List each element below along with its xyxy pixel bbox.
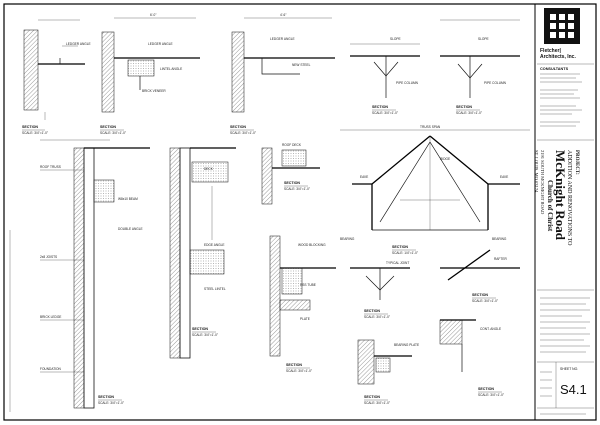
svg-text:CONT. ANGLE: CONT. ANGLE (480, 327, 501, 331)
svg-text:SCALE: 3/4"=1'-0": SCALE: 3/4"=1'-0" (284, 187, 310, 191)
svg-text:SECTION: SECTION (192, 327, 208, 331)
svg-text:NEW STEEL: NEW STEEL (292, 63, 311, 67)
firm-name-line2: Architects, Inc. (540, 54, 576, 60)
svg-text:SECTION: SECTION (286, 363, 302, 367)
svg-text:SCALE: 3/4"=1'-0": SCALE: 3/4"=1'-0" (364, 401, 390, 405)
svg-text:6'-0": 6'-0" (150, 13, 156, 17)
sheet-number: S4.1 (560, 382, 587, 397)
svg-text:BEARING: BEARING (492, 237, 507, 241)
project-line1: ADDITION AND RENOVATIONS TO (566, 150, 572, 246)
svg-text:FOUNDATION: FOUNDATION (40, 367, 62, 371)
svg-text:SECTION: SECTION (364, 309, 380, 313)
svg-text:EAVE: EAVE (360, 175, 368, 179)
svg-text:SCALE: 3/4"=1'-0": SCALE: 3/4"=1'-0" (286, 369, 312, 373)
svg-text:SECTION: SECTION (456, 105, 472, 109)
svg-text:SLOPE: SLOPE (478, 37, 489, 41)
svg-text:RIDGE: RIDGE (440, 157, 450, 161)
svg-text:SECTION: SECTION (478, 387, 494, 391)
svg-text:RAFTER: RAFTER (494, 257, 507, 261)
svg-text:SCALE: 3/4"=1'-0": SCALE: 3/4"=1'-0" (100, 131, 126, 135)
sheet-label: SHEET NO. (560, 367, 578, 371)
svg-text:SCALE: 3/4"=1'-0": SCALE: 3/4"=1'-0" (472, 299, 498, 303)
detail-top-5: SLOPE PIPE COLUMN SECTION SCALE: 3/4"=1'… (440, 19, 520, 115)
svg-text:TRUSS SPAN: TRUSS SPAN (420, 125, 441, 129)
detail-mid-2: WOOD BLOCKING HSS TUBE PLATE SECTION SCA… (269, 235, 336, 373)
svg-text:SECTION: SECTION (230, 125, 246, 129)
svg-text:BEARING: BEARING (340, 237, 355, 241)
svg-text:SCALE: 1/4"=1'-0": SCALE: 1/4"=1'-0" (392, 251, 418, 255)
sheet-info-fields (540, 371, 552, 397)
detail-top-3: 4'-6" LEDGER ANGLE NEW STEEL SECTION SCA… (230, 13, 335, 135)
consultants-heading: CONSULTANTS (540, 67, 569, 71)
project-name: McKnight Road (553, 150, 568, 241)
svg-text:SCALE: 3/4"=1'-0": SCALE: 3/4"=1'-0" (230, 131, 256, 135)
svg-text:SECTION: SECTION (392, 245, 408, 249)
svg-text:SECTION: SECTION (284, 181, 300, 185)
svg-text:LEDGER ANGLE: LEDGER ANGLE (270, 37, 295, 41)
svg-text:BRICK VENEER: BRICK VENEER (142, 89, 166, 93)
svg-text:DOUBLE ANGLE: DOUBLE ANGLE (118, 227, 143, 231)
project-address2: ST. LOUIS, MO 63124 (533, 150, 539, 193)
svg-text:2x8 JOISTS: 2x8 JOISTS (40, 255, 57, 259)
detail-wall-section-1: ROOF TRUSS 2x8 JOISTS BRICK LEDGE FOUNDA… (40, 139, 150, 409)
firm-logo-icon (544, 8, 580, 44)
svg-text:LINTEL ANGLE: LINTEL ANGLE (160, 67, 182, 71)
svg-text:W8x10 BEAM: W8x10 BEAM (118, 197, 138, 201)
svg-text:SLOPE: SLOPE (390, 37, 401, 41)
detail-top-2: 6'-0" LEDGER ANGLE LINTEL ANGLE BRICK VE… (100, 13, 200, 135)
project-heading: PROJECT: (574, 150, 579, 175)
svg-text:SECTION: SECTION (364, 395, 380, 399)
sheet-border (3, 3, 597, 421)
svg-text:ROOF TRUSS: ROOF TRUSS (40, 165, 61, 169)
detail-lower-3: CONT. ANGLE SECTION SCALE: 3/4"=1'-0" (439, 319, 504, 397)
svg-text:DECK: DECK (204, 167, 214, 171)
svg-text:PIPE COLUMN: PIPE COLUMN (396, 81, 419, 85)
svg-text:SCALE: 3/4"=1'-0": SCALE: 3/4"=1'-0" (372, 111, 398, 115)
svg-text:LEDGER ANGLE: LEDGER ANGLE (66, 42, 91, 46)
title-block: Fletcher| Architects, Inc. CONSULTANTS P… (533, 8, 594, 415)
detail-mid-1: ROOF DECK SECTION SCALE: 3/4"=1'-0" (261, 143, 320, 205)
svg-text:SECTION: SECTION (98, 395, 114, 399)
svg-text:SECTION: SECTION (472, 293, 488, 297)
svg-text:SECTION: SECTION (22, 125, 38, 129)
svg-text:BEARING PLATE: BEARING PLATE (394, 343, 419, 347)
svg-text:PLATE: PLATE (300, 317, 310, 321)
svg-text:PIPE COLUMN: PIPE COLUMN (484, 81, 507, 85)
project-subtitle: Church of Christ (546, 180, 554, 232)
svg-text:SCALE: 3/4"=1'-0": SCALE: 3/4"=1'-0" (192, 333, 218, 337)
svg-text:ROOF DECK: ROOF DECK (282, 143, 302, 147)
svg-text:SCALE: 3/4"=1'-0": SCALE: 3/4"=1'-0" (456, 111, 482, 115)
svg-text:HSS TUBE: HSS TUBE (300, 283, 316, 287)
svg-text:4'-6": 4'-6" (280, 13, 286, 17)
svg-text:SCALE: 3/4"=1'-0": SCALE: 3/4"=1'-0" (98, 401, 124, 405)
detail-lower-1: TYPICAL JOINT SECTION SCALE: 3/4"=1'-0" (350, 261, 410, 319)
consultant-notes (540, 73, 582, 127)
svg-text:BRICK LEDGE: BRICK LEDGE (40, 315, 61, 319)
project-address1: 2191 SOUTH MCKNIGHT ROAD (540, 150, 545, 215)
svg-text:SCALE: 3/4"=1'-0": SCALE: 3/4"=1'-0" (364, 315, 390, 319)
detail-top-1: LEDGER ANGLE SECTION SCALE: 3/4"=1'-0" (22, 19, 91, 135)
svg-text:TYPICAL JOINT: TYPICAL JOINT (386, 261, 409, 265)
svg-text:SECTION: SECTION (100, 125, 116, 129)
detail-top-4: SLOPE PIPE COLUMN SECTION SCALE: 3/4"=1'… (350, 37, 420, 115)
detail-lower-4: BEARING PLATE SECTION SCALE: 3/4"=1'-0" (357, 339, 419, 405)
detail-lower-2: RAFTER SECTION SCALE: 3/4"=1'-0" (440, 249, 520, 303)
svg-text:SCALE: 3/4"=1'-0": SCALE: 3/4"=1'-0" (478, 393, 504, 397)
svg-text:SECTION: SECTION (372, 105, 388, 109)
detail-truss-elevation: TRUSS SPAN EAVE EAVE RIDGE BEARING BEARI… (340, 125, 530, 255)
svg-text:LEDGER ANGLE: LEDGER ANGLE (148, 42, 173, 46)
svg-text:SCALE: 3/4"=1'-0": SCALE: 3/4"=1'-0" (22, 131, 48, 135)
svg-text:WOOD BLOCKING: WOOD BLOCKING (298, 243, 326, 247)
firm-name-line1: Fletcher| (540, 48, 561, 54)
detail-wall-section-2: DECK EDGE ANGLE STEEL LINTEL SECTION SCA… (169, 147, 236, 359)
svg-text:EAVE: EAVE (500, 175, 508, 179)
svg-text:STEEL LINTEL: STEEL LINTEL (204, 287, 226, 291)
revision-notes (540, 297, 590, 353)
svg-text:EDGE ANGLE: EDGE ANGLE (204, 243, 225, 247)
